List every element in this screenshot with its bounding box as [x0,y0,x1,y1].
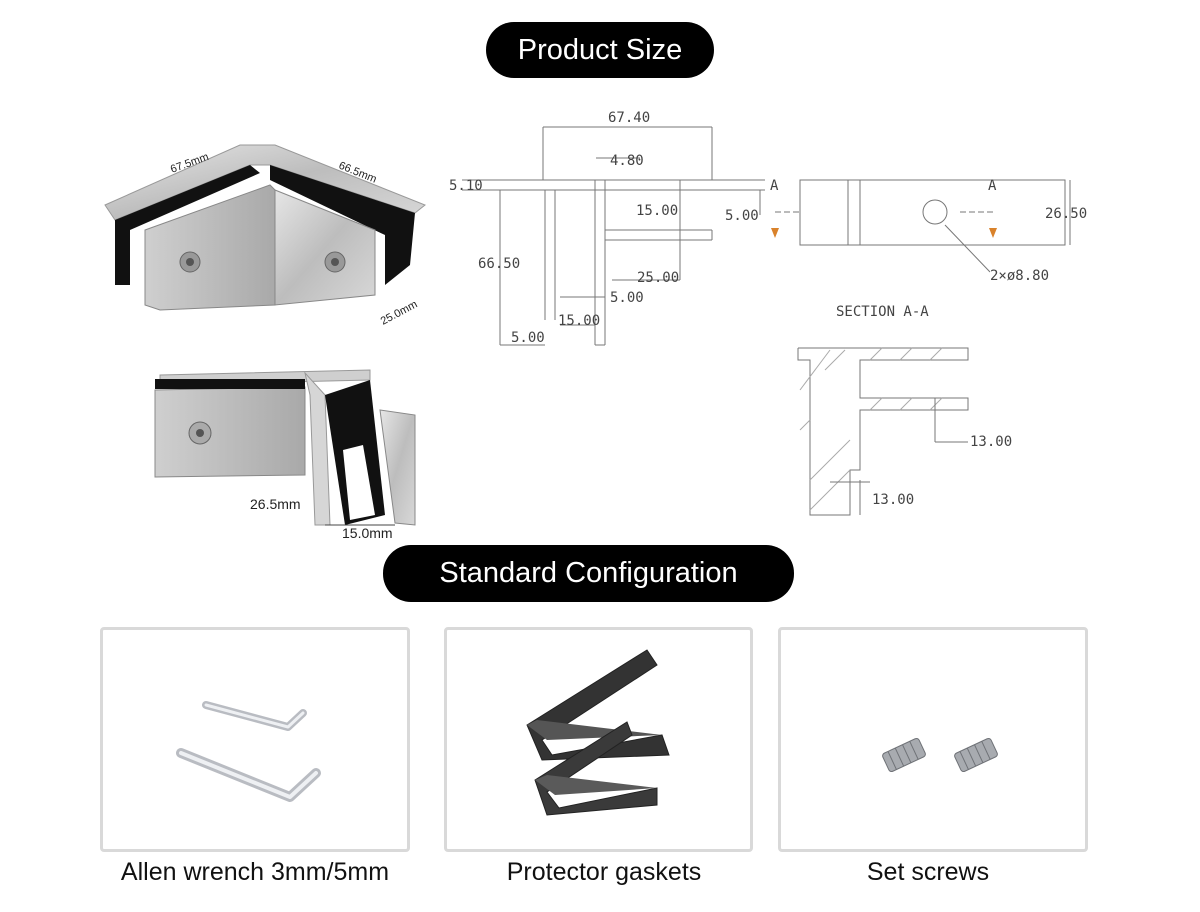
dim-25-00: 25.00 [637,270,679,286]
section-mark-left: A [770,178,779,194]
gasket-icon [526,649,670,816]
dim-5-00-bottom: 5.00 [511,330,545,346]
dim-26-50: 26.50 [1045,206,1087,222]
dim-15-00-bottom: 15.00 [558,313,600,329]
set-screw-icon [882,737,998,773]
dim-13-00-bottom: 13.00 [872,492,914,508]
hole-spec: 2×ø8.80 [990,268,1049,284]
dim-15-00-top: 15.00 [636,203,678,219]
section-mark-right: A [988,178,997,194]
dim-13-00-right: 13.00 [970,434,1012,450]
dim-67-40: 67.40 [608,110,650,126]
set-screw-card [778,627,1088,852]
dim-5-10: 5.10 [449,178,483,194]
technical-drawing: 67.40 4.80 5.10 15.00 5.00 66.50 25.00 5… [449,110,1087,516]
clamp-photo-side: 26.5mm 15.0mm [154,369,416,541]
allen-wrench-label: Allen wrench 3mm/5mm [120,858,390,886]
dim-66-50: 66.50 [478,256,520,272]
dim-4-80: 4.80 [610,153,644,169]
photo-dim-gap: 15.0mm [342,525,393,541]
clamp-photo-top: 67.5mm 66.5mm 25.0mm [104,144,426,328]
allen-wrench-icon [176,701,321,802]
gasket-label: Protector gaskets [506,858,702,886]
allen-wrench-card [100,627,410,852]
product-size-heading: Product Size [486,22,714,78]
set-screw-label: Set screws [866,858,990,886]
dim-5-00-right: 5.00 [725,208,759,224]
photo-dim-height: 26.5mm [250,496,301,512]
standard-configuration-heading: Standard Configuration [383,545,794,602]
gasket-card [444,627,753,852]
section-title: SECTION A-A [836,304,929,320]
dim-5-00-mid: 5.00 [610,290,644,306]
